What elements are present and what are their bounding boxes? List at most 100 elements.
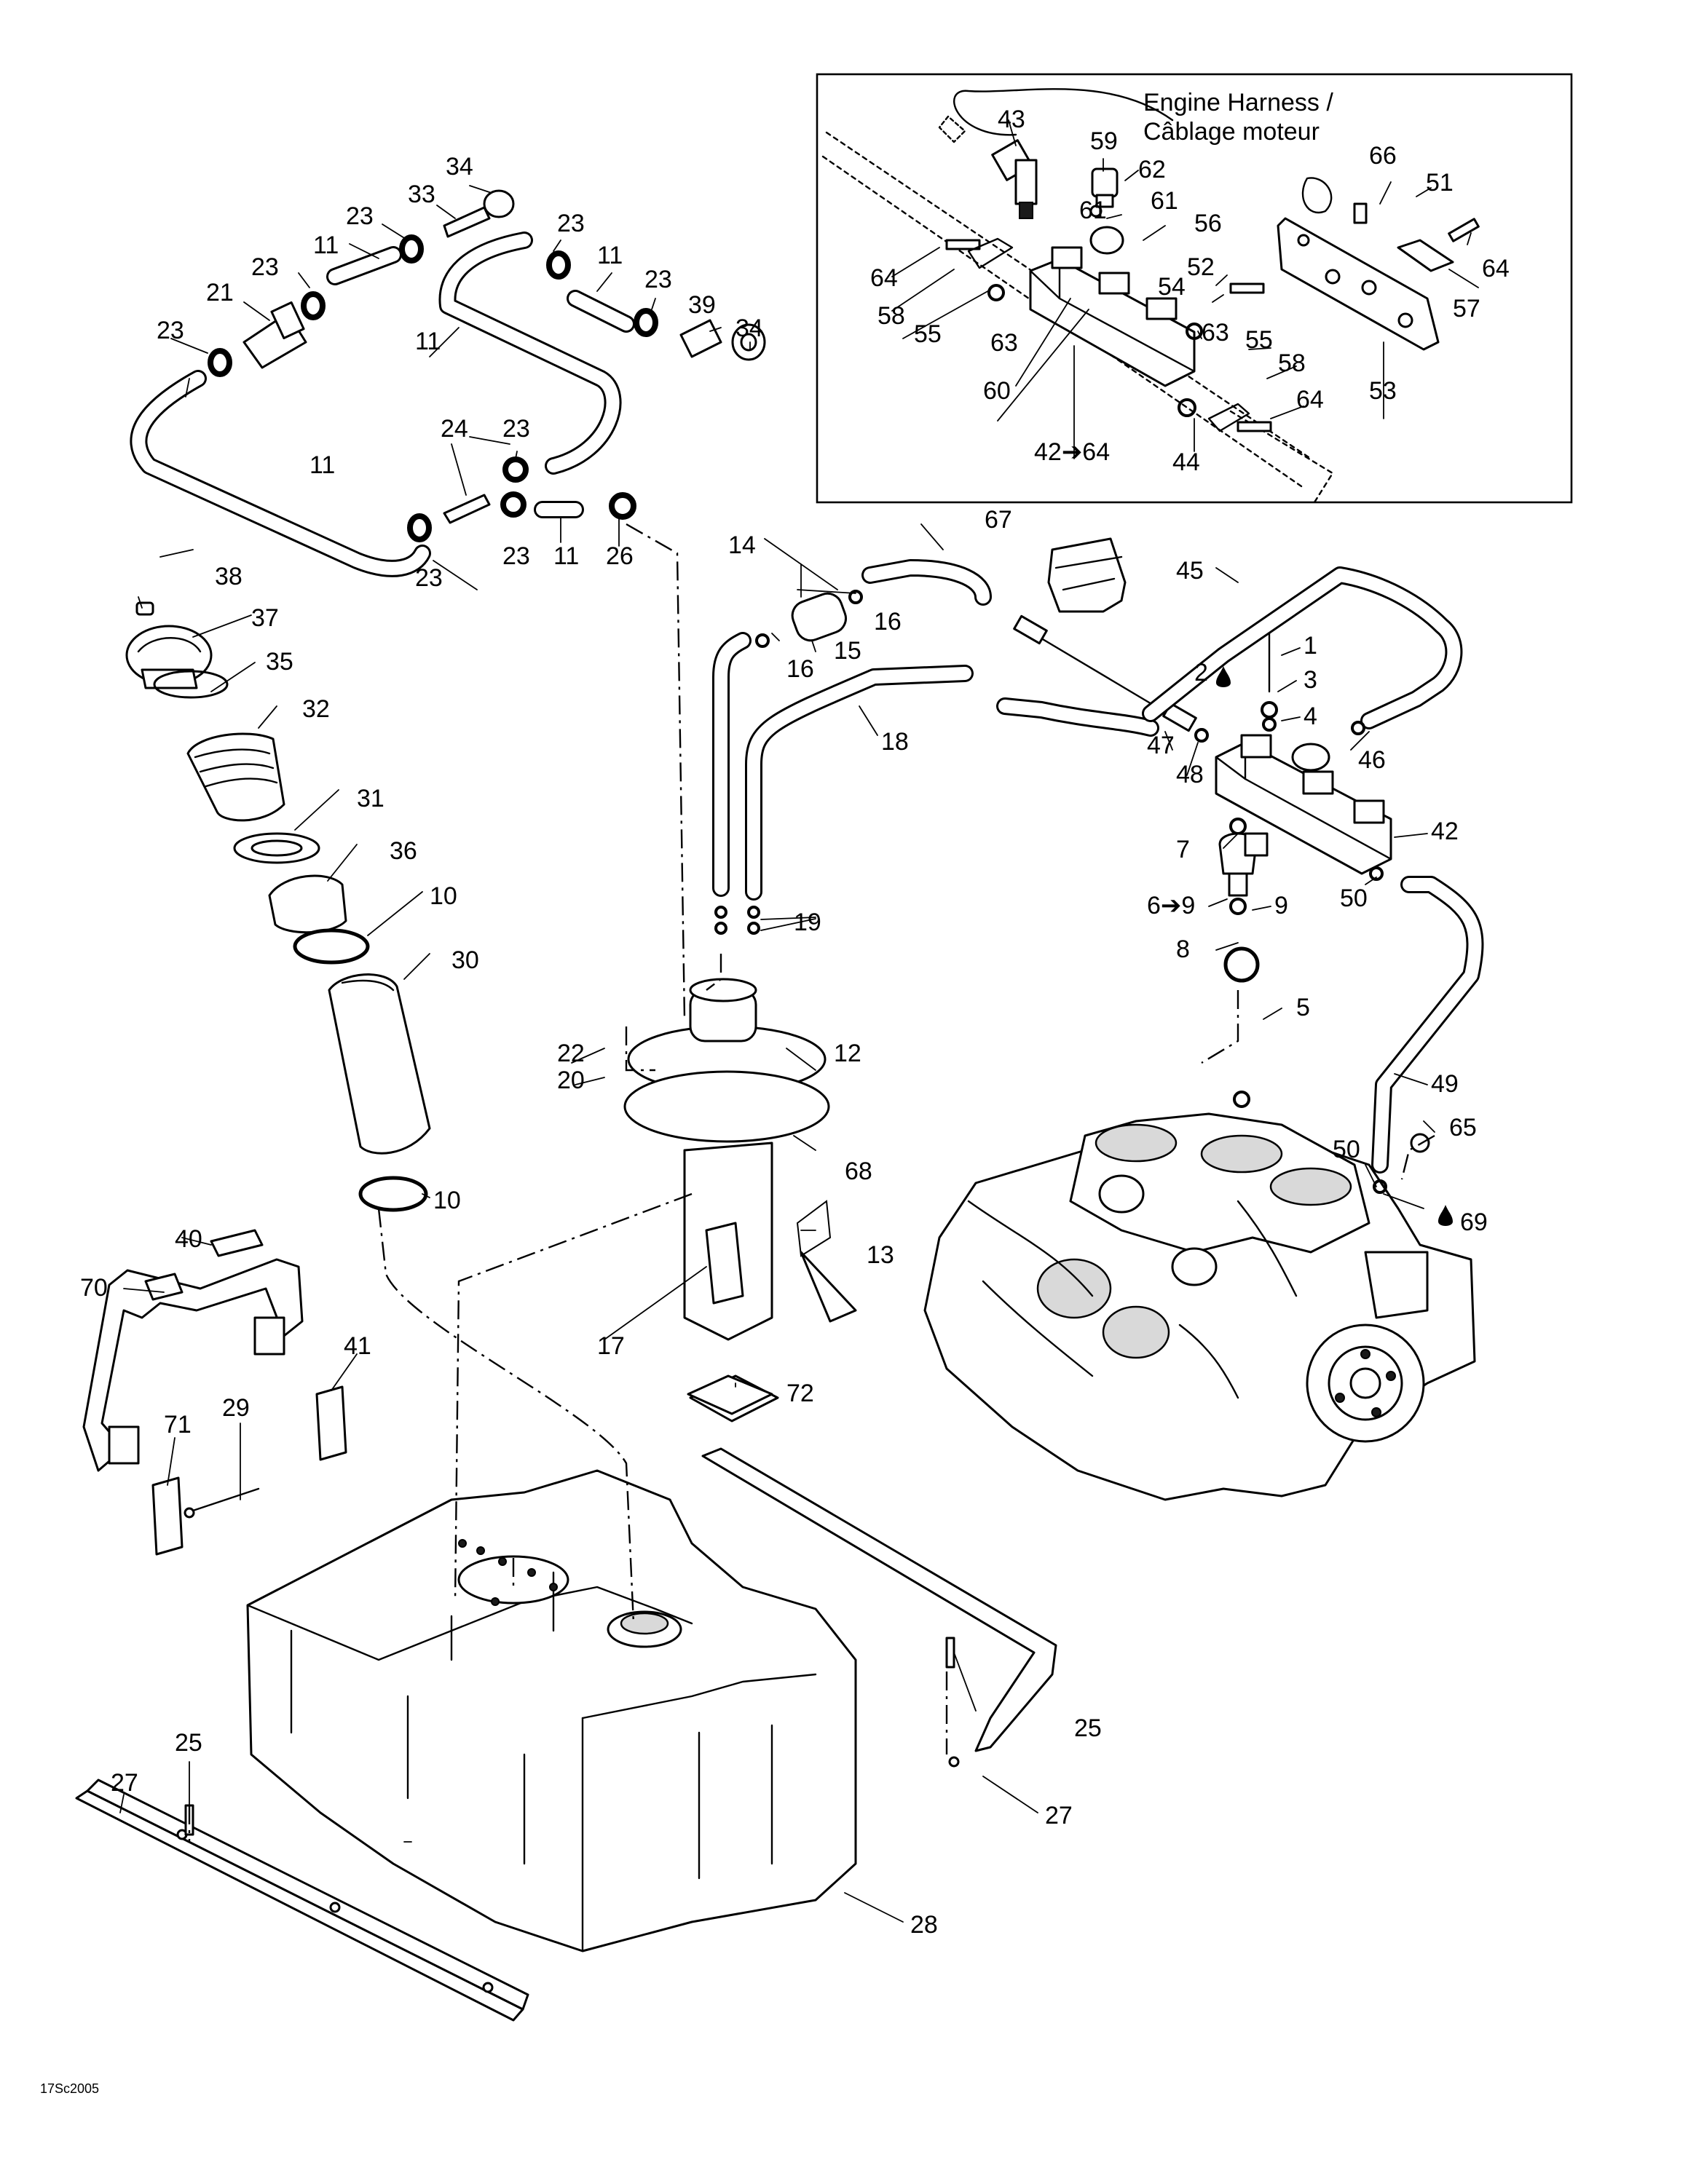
- callout-51: 51: [1426, 169, 1454, 197]
- bracket-67: [1047, 537, 1127, 613]
- callout-14: 14: [728, 531, 756, 559]
- callout-64c: 64: [1482, 255, 1510, 282]
- callout-41: 41: [344, 1332, 371, 1360]
- callout-43: 43: [998, 106, 1025, 133]
- decal-72: [687, 1374, 773, 1415]
- callout-67: 67: [985, 506, 1012, 534]
- callout-27a: 27: [111, 1769, 138, 1797]
- callout-1: 1: [1304, 632, 1317, 660]
- callout-31: 31: [357, 785, 384, 812]
- assembly-guide-lines: [188, 523, 1435, 1842]
- callout-37: 37: [251, 604, 279, 632]
- callout-16b: 16: [786, 655, 814, 683]
- callout-33: 33: [408, 181, 435, 208]
- callout-23b: 23: [251, 253, 279, 281]
- callout-50a: 50: [1340, 885, 1368, 912]
- gasket-plate-53: [1277, 217, 1440, 351]
- callout-46: 46: [1358, 746, 1386, 774]
- callout-45: 45: [1176, 557, 1204, 585]
- mounting-rails-27: [75, 1447, 1057, 2022]
- callout-58b: 58: [1278, 349, 1306, 377]
- callout-6-9: 6➔9: [1147, 892, 1195, 919]
- harness-label-2: Câblage moteur: [1143, 118, 1320, 146]
- callout-13: 13: [867, 1241, 894, 1269]
- callout-72: 72: [786, 1380, 814, 1407]
- callout-39: 39: [688, 291, 716, 319]
- filler-neck-assembly: [125, 601, 431, 1212]
- inset-fuel-rail: [1029, 226, 1196, 387]
- callout-23c: 23: [157, 317, 184, 344]
- fuel-filter-and-lines: [712, 559, 1197, 935]
- callout-17: 17: [597, 1332, 625, 1360]
- callout-48: 48: [1176, 761, 1204, 788]
- callout-54: 54: [1158, 273, 1186, 301]
- callout-5: 5: [1296, 994, 1310, 1021]
- callout-11e: 11: [553, 542, 579, 570]
- callout-11a: 11: [313, 232, 339, 259]
- callout-55b: 55: [1245, 326, 1273, 354]
- callout-24: 24: [441, 415, 468, 443]
- callout-70: 70: [80, 1274, 108, 1302]
- callout-50b: 50: [1333, 1136, 1360, 1163]
- fuel-injector-43: [991, 139, 1038, 219]
- callout-29: 29: [222, 1394, 250, 1422]
- callout-47: 47: [1147, 732, 1175, 759]
- fuel-tank-28: [246, 1469, 857, 1952]
- harness-label-1: Engine Harness /: [1143, 89, 1333, 116]
- fuel-pump-module: [623, 978, 857, 1423]
- callout-15: 15: [834, 637, 861, 665]
- callout-63a: 63: [990, 329, 1018, 357]
- t-fitting-24: [443, 494, 491, 524]
- callout-64a: 64: [870, 264, 898, 292]
- callout-4: 4: [1304, 703, 1317, 730]
- callout-23e: 23: [644, 266, 672, 293]
- upper-vent-hoses: [130, 232, 635, 577]
- callout-44: 44: [1172, 448, 1200, 476]
- callout-62: 62: [1138, 156, 1166, 183]
- callout-8: 8: [1176, 935, 1190, 963]
- callout-27b: 27: [1045, 1802, 1073, 1829]
- callout-9: 9: [1274, 892, 1288, 919]
- callout-49: 49: [1431, 1070, 1459, 1098]
- pressure-regulator-59: [1091, 167, 1119, 208]
- callout-11c: 11: [415, 328, 441, 355]
- callout-23a: 23: [346, 202, 374, 230]
- inset-screws: [945, 202, 1480, 432]
- callout-11d: 11: [309, 451, 335, 479]
- callout-36: 36: [390, 837, 417, 865]
- callout-25a: 25: [175, 1729, 202, 1757]
- callout-53: 53: [1369, 377, 1397, 405]
- callout-34b: 34: [735, 314, 763, 342]
- bracket-57: [1397, 239, 1454, 272]
- check-valve-21: [242, 301, 307, 369]
- callout-52: 52: [1187, 253, 1215, 281]
- callout-42: 42: [1431, 818, 1459, 845]
- callout-23f: 23: [502, 415, 530, 443]
- callout-30: 30: [451, 946, 479, 974]
- callout-65: 65: [1449, 1114, 1477, 1142]
- callout-40: 40: [175, 1225, 202, 1253]
- callout-18: 18: [881, 728, 909, 756]
- fittings-33-34-39: [443, 189, 766, 361]
- figure-id: 17Sc2005: [40, 2081, 99, 2096]
- lubricant-drop-2-icon: [1216, 666, 1231, 687]
- callout-2: 2: [1194, 659, 1208, 687]
- callout-20: 20: [557, 1067, 585, 1094]
- callout-labels: Engine Harness / Câblage moteur 43 5 9 62…: [40, 89, 1510, 2096]
- lubricant-drop-69-icon: [1438, 1205, 1453, 1226]
- callout-16a: 16: [874, 608, 902, 636]
- callout-69: 69: [1460, 1208, 1488, 1236]
- callout-22: 22: [557, 1040, 585, 1067]
- callout-19: 19: [794, 909, 821, 936]
- callout-32: 32: [302, 695, 330, 723]
- callout-23g: 23: [415, 564, 443, 592]
- callout-12: 12: [834, 1040, 861, 1067]
- callout-11b: 11: [597, 242, 623, 269]
- fuel-rail-42: [1194, 632, 1392, 881]
- callout-57: 57: [1453, 295, 1480, 323]
- callout-23h: 23: [502, 542, 530, 570]
- callout-23d: 23: [557, 210, 585, 237]
- hose-clamps-23: [208, 234, 658, 542]
- callout-56: 56: [1194, 210, 1222, 237]
- callout-28: 28: [910, 1911, 938, 1939]
